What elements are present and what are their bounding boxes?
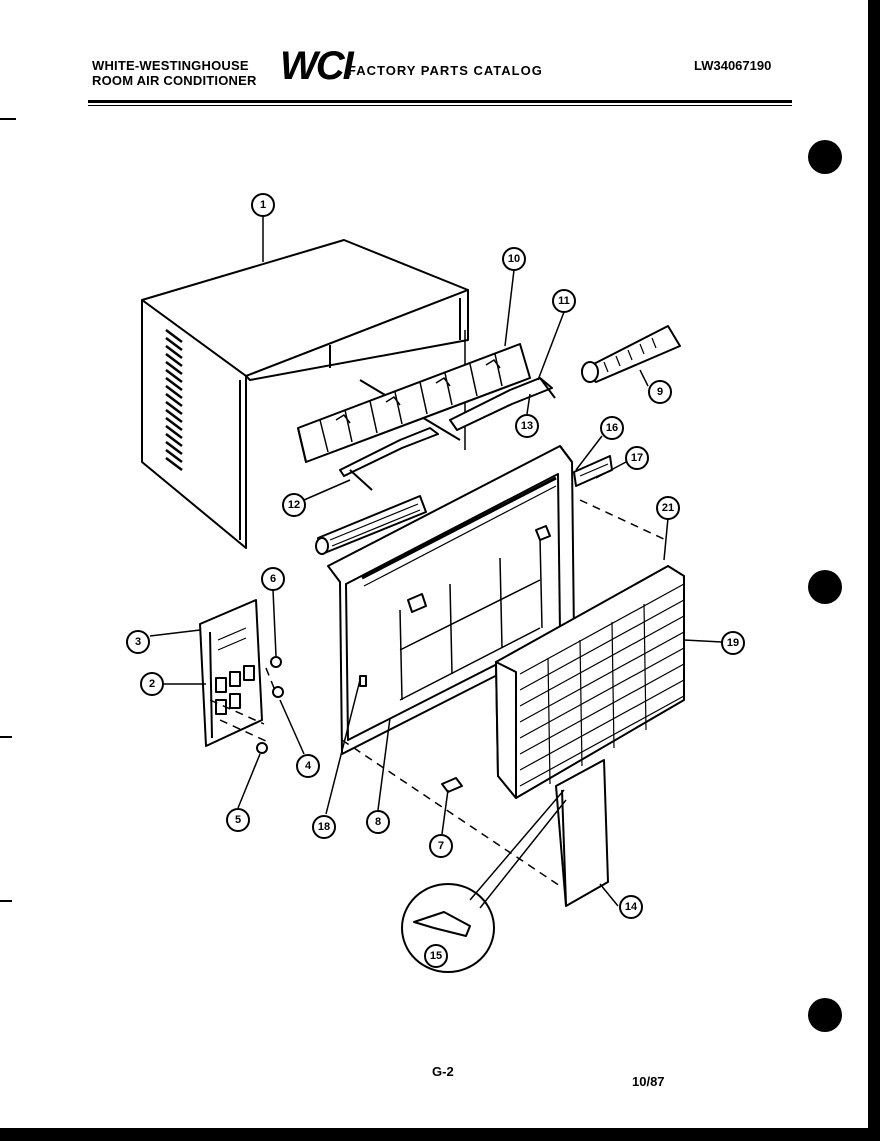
svg-text:8: 8 <box>375 816 381 828</box>
callout-19: 19 <box>721 631 745 655</box>
callout-1: 1 <box>251 193 275 217</box>
louver-assembly-part <box>297 343 531 463</box>
callout-5: 5 <box>226 808 250 832</box>
svg-text:12: 12 <box>288 499 300 511</box>
callout-21: 21 <box>656 496 680 520</box>
knob-part <box>272 686 284 698</box>
svg-text:7: 7 <box>438 840 444 852</box>
svg-text:3: 3 <box>135 636 141 648</box>
callout-14: 14 <box>619 895 643 919</box>
svg-text:17: 17 <box>631 452 643 464</box>
callout-18: 18 <box>312 815 336 839</box>
binder-hole-icon <box>808 998 842 1032</box>
svg-text:21: 21 <box>662 502 674 514</box>
header-rule-thin <box>88 105 792 106</box>
callout-7: 7 <box>429 834 453 858</box>
brand-block: WHITE-WESTINGHOUSE ROOM AIR CONDITIONER <box>92 58 257 88</box>
header-rule <box>88 100 792 103</box>
callout-3: 3 <box>126 630 150 654</box>
callout-12: 12 <box>282 493 306 517</box>
control-grille-part <box>581 325 681 383</box>
callout-9: 9 <box>648 380 672 404</box>
louver-link-part <box>449 377 553 431</box>
callout-16: 16 <box>600 416 624 440</box>
catalog-title: FACTORY PARTS CATALOG <box>348 63 543 78</box>
binder-hole-icon <box>808 140 842 174</box>
callout-4: 4 <box>296 754 320 778</box>
air-filter-grille-part <box>495 565 685 799</box>
callout-13: 13 <box>515 414 539 438</box>
svg-text:6: 6 <box>270 573 276 585</box>
svg-text:11: 11 <box>558 295 570 307</box>
svg-text:9: 9 <box>657 386 663 398</box>
svg-text:15: 15 <box>430 950 442 962</box>
top-grille-strip-part <box>315 495 427 555</box>
svg-text:16: 16 <box>606 422 618 434</box>
link-pin <box>539 377 556 399</box>
svg-text:18: 18 <box>318 821 330 833</box>
latch-part <box>413 911 471 937</box>
model-number: LW34067190 <box>694 58 772 73</box>
svg-text:19: 19 <box>727 637 739 649</box>
side-cover-part <box>555 759 609 907</box>
callout-17: 17 <box>625 446 649 470</box>
callout-6: 6 <box>261 567 285 591</box>
clip-part <box>441 777 463 793</box>
cabinet-part <box>141 239 469 549</box>
scan-edge-bottom <box>0 1128 880 1141</box>
screw-part <box>256 742 268 754</box>
svg-text:1: 1 <box>260 199 266 211</box>
callout-15: 15 <box>424 944 448 968</box>
wci-logo: WCI <box>280 44 354 88</box>
control-panel-part <box>199 599 263 747</box>
callout-8: 8 <box>366 810 390 834</box>
svg-text:13: 13 <box>521 420 533 432</box>
svg-text:10: 10 <box>508 253 520 265</box>
svg-text:2: 2 <box>149 678 155 690</box>
brand-line-2: ROOM AIR CONDITIONER <box>92 73 257 88</box>
scan-mark <box>0 736 12 738</box>
scan-mark <box>0 118 16 120</box>
louver-link-part <box>339 427 439 477</box>
scan-mark <box>0 900 12 902</box>
catalog-date: 10/87 <box>632 1074 665 1089</box>
callout-11: 11 <box>552 289 576 313</box>
svg-text:14: 14 <box>625 901 638 913</box>
callout-2: 2 <box>140 672 164 696</box>
knob-part <box>270 656 282 668</box>
svg-text:5: 5 <box>235 814 241 826</box>
scan-edge <box>868 0 880 1141</box>
screw-part <box>359 675 367 687</box>
binder-hole-icon <box>808 570 842 604</box>
front-panel-part <box>327 445 575 755</box>
svg-text:4: 4 <box>305 760 312 772</box>
link-pin <box>349 469 373 491</box>
brand-line-1: WHITE-WESTINGHOUSE <box>92 58 249 73</box>
page-number: G-2 <box>432 1064 454 1079</box>
callout-10: 10 <box>502 247 526 271</box>
